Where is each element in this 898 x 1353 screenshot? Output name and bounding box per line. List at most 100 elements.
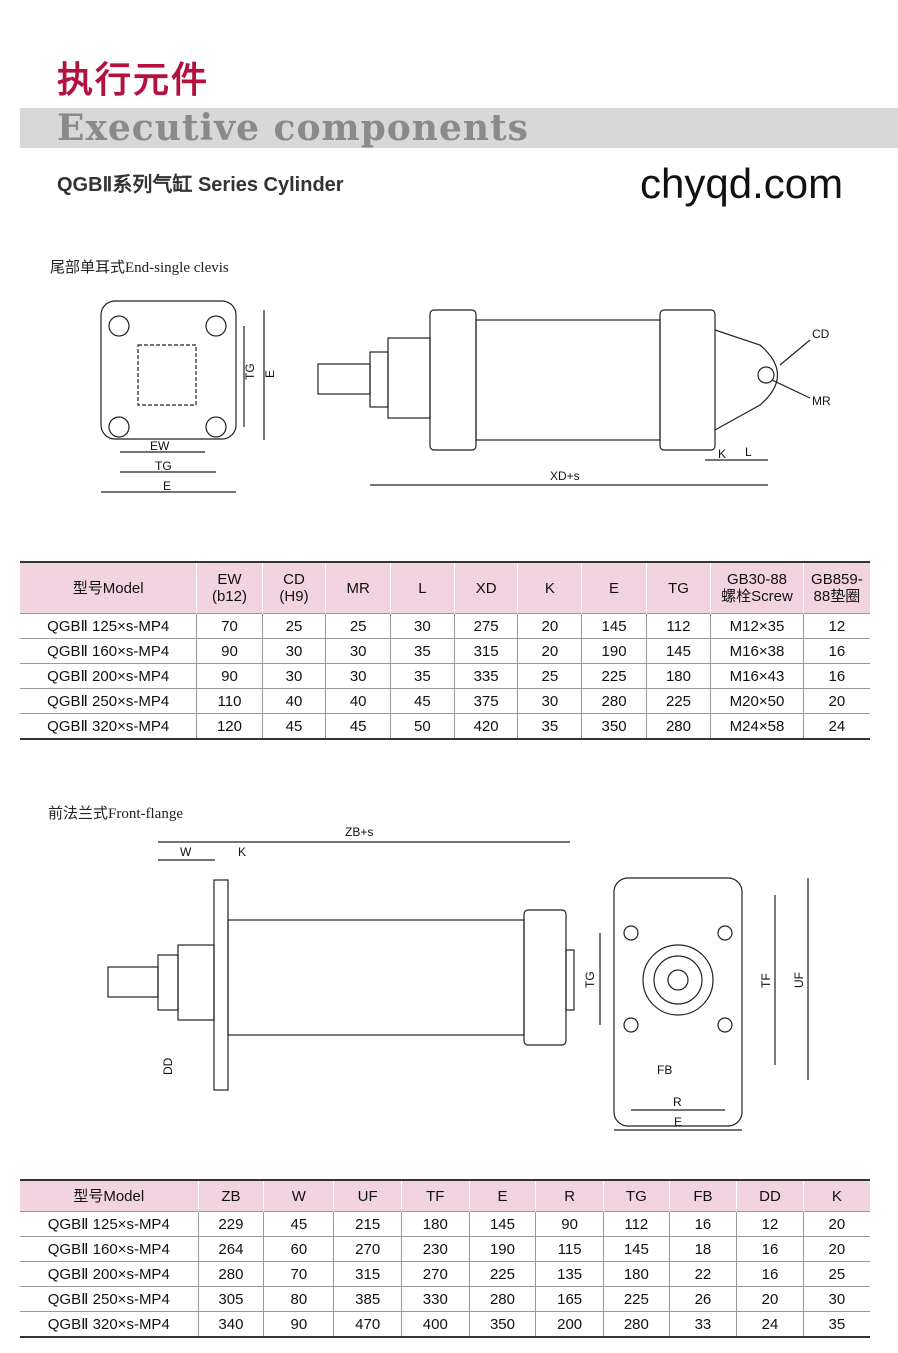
table-cell: 30 — [261, 663, 326, 689]
table-cell: QGBⅡ 125×s-MP4 — [20, 613, 197, 639]
table-cell: 35 — [389, 663, 455, 689]
dim-l: L — [745, 445, 752, 459]
table-cell: 20 — [802, 1211, 870, 1237]
table-cell: 90 — [535, 1211, 604, 1237]
dim-k: K — [718, 447, 726, 461]
table-cell: 33 — [668, 1311, 737, 1337]
table-cell: 230 — [400, 1236, 470, 1262]
table-cell: 350 — [581, 713, 647, 739]
table-cell: 50 — [389, 713, 455, 739]
dim-dd: DD — [161, 1057, 175, 1075]
table-cell: 280 — [645, 713, 711, 739]
table-cell: 115 — [535, 1236, 604, 1262]
watermark: chyqd.com — [640, 160, 844, 207]
table-cell: 35 — [389, 638, 455, 664]
dim-tg: TG — [583, 971, 597, 988]
flange-drawing: ZB+s W K DD TG TF UF FB R E — [107, 825, 809, 1131]
table-cell: 229 — [197, 1211, 264, 1237]
table-cell: 25 — [325, 613, 391, 639]
column-header: W — [263, 1180, 334, 1212]
table-cell: 340 — [197, 1311, 264, 1337]
table-cell: 45 — [263, 1211, 334, 1237]
dim-mr: MR — [812, 394, 831, 408]
column-header: 型号Model — [20, 1180, 199, 1212]
table-cell: 180 — [400, 1211, 470, 1237]
table-cell: QGBⅡ 250×s-MP4 — [20, 1286, 199, 1312]
dim-w: W — [180, 845, 192, 859]
table-cell: 315 — [453, 638, 518, 664]
column-header: GB859- 88垫圈 — [802, 562, 870, 614]
table-cell: 280 — [602, 1311, 670, 1337]
table-cell: M16×38 — [710, 638, 804, 664]
table-cell: QGBⅡ 125×s-MP4 — [20, 1211, 199, 1237]
dim-zb: ZB+s — [345, 825, 373, 839]
table-cell: 145 — [645, 638, 711, 664]
table-cell: 270 — [400, 1261, 470, 1287]
title-band — [20, 108, 898, 148]
table-cell: 25 — [802, 1261, 870, 1287]
table-cell: 135 — [535, 1261, 604, 1287]
table-cell: 30 — [261, 638, 326, 664]
table-cell: 40 — [325, 688, 391, 714]
section-caption-flange: 前法兰式Front-flange — [48, 806, 183, 822]
dim-fb: FB — [657, 1063, 672, 1077]
column-header: GB30-88 螺栓Screw — [710, 562, 804, 614]
table-cell: 20 — [517, 638, 582, 664]
table-cell: 145 — [602, 1236, 670, 1262]
table-cell: M24×58 — [710, 713, 804, 739]
table-cell: 305 — [197, 1286, 264, 1312]
table-cell: 16 — [802, 638, 870, 664]
table-cell: 420 — [453, 713, 518, 739]
table-cell: 280 — [197, 1261, 264, 1287]
table-cell: 35 — [802, 1311, 870, 1337]
table-cell: 280 — [468, 1286, 536, 1312]
table-cell: 400 — [400, 1311, 470, 1337]
table-cell: M20×50 — [710, 688, 804, 714]
page-title-cn: 执行元件 — [57, 59, 210, 101]
table-cell: 30 — [325, 663, 391, 689]
table-cell: 180 — [602, 1261, 670, 1287]
column-header: K — [517, 562, 582, 614]
table-cell: 70 — [196, 613, 263, 639]
column-header: R — [535, 1180, 604, 1212]
table-cell: 24 — [802, 713, 870, 739]
bolt-icons — [108, 315, 227, 438]
table-cell: 215 — [333, 1211, 402, 1237]
table-cell: 350 — [468, 1311, 536, 1337]
column-header: E — [468, 1180, 536, 1212]
table-cell: 225 — [581, 663, 647, 689]
column-header: EW (b12) — [196, 562, 263, 614]
table-cell: 20 — [736, 1286, 804, 1312]
table-cell: 275 — [453, 613, 518, 639]
table-cell: 264 — [197, 1236, 264, 1262]
dim-r: R — [673, 1095, 682, 1109]
column-header: K — [802, 1180, 870, 1212]
column-header: FB — [668, 1180, 737, 1212]
column-header: TG — [602, 1180, 670, 1212]
dim-cd: CD — [812, 327, 830, 341]
table-cell: 180 — [645, 663, 711, 689]
table-cell: 24 — [736, 1311, 804, 1337]
table-cell: 145 — [468, 1211, 536, 1237]
table-cell: 225 — [645, 688, 711, 714]
column-header: L — [389, 562, 455, 614]
table-cell: 90 — [196, 663, 263, 689]
table-cell: 225 — [602, 1286, 670, 1312]
column-header: ZB — [197, 1180, 264, 1212]
table-cell: 40 — [261, 688, 326, 714]
table-cell: 225 — [468, 1261, 536, 1287]
table-cell: 80 — [263, 1286, 334, 1312]
table-cell: 16 — [736, 1236, 804, 1262]
dim-e: E — [163, 479, 171, 493]
dim-tg-vertical: TG — [243, 363, 257, 380]
table-cell: 112 — [645, 613, 711, 639]
table-cell: 112 — [602, 1211, 670, 1237]
table-cell: 330 — [400, 1286, 470, 1312]
column-header: UF — [333, 1180, 402, 1212]
table-cell: 35 — [517, 713, 582, 739]
